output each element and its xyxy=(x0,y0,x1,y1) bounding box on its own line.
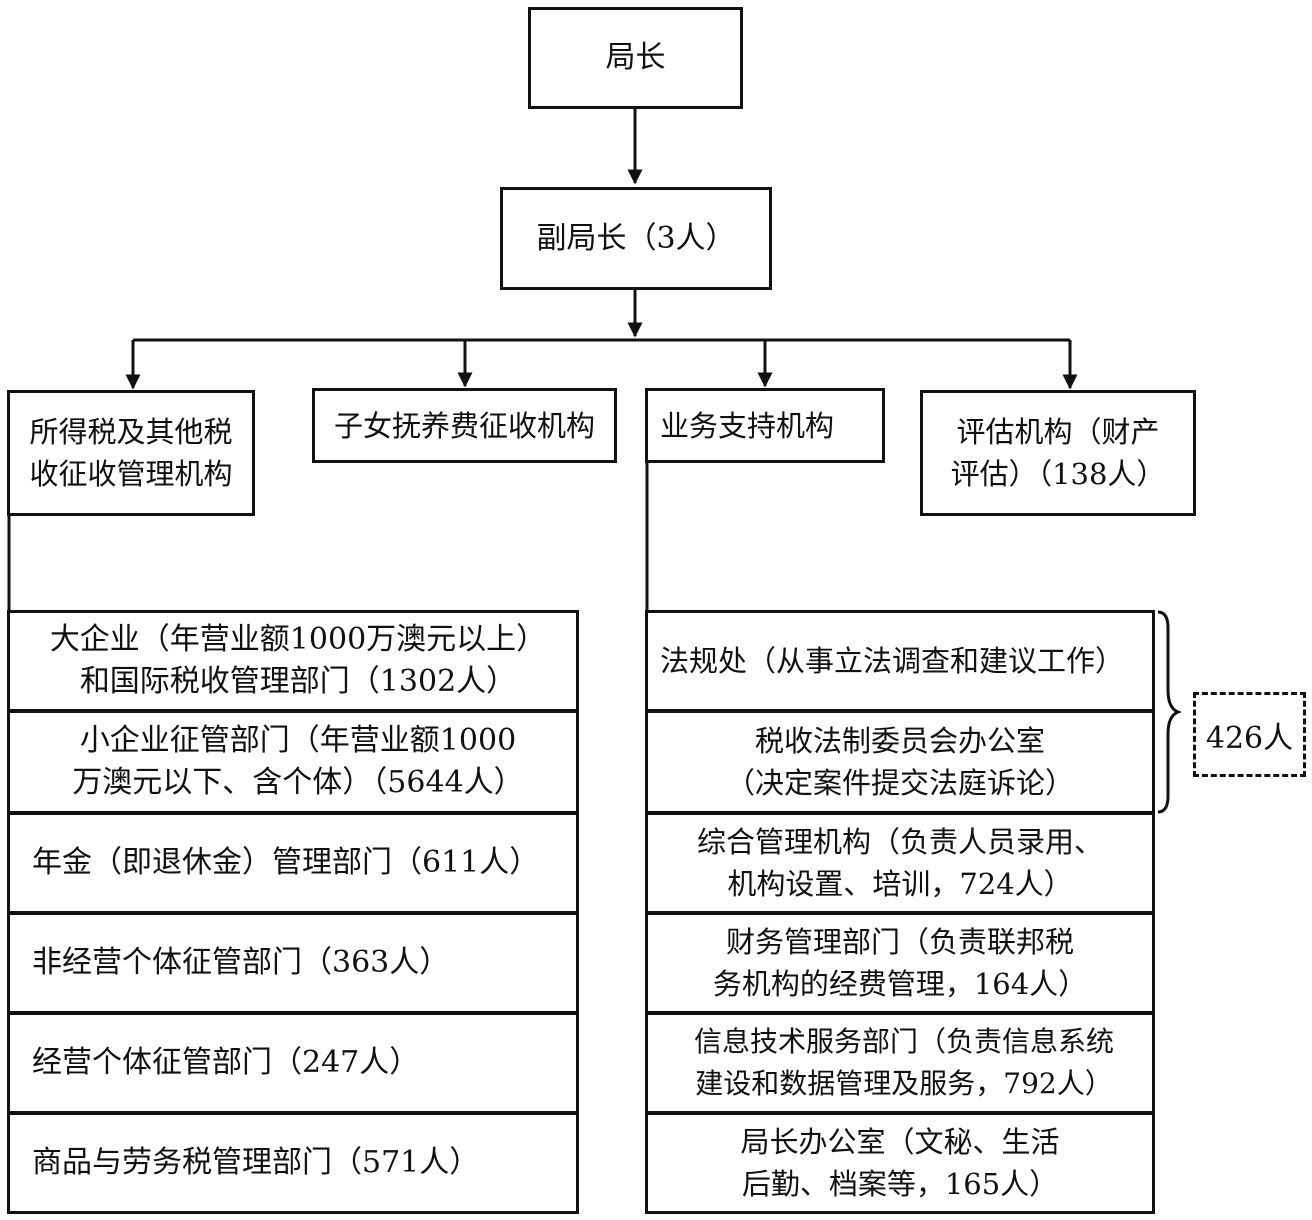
left-unit-line: 商品与劳务税管理部门（571人） xyxy=(32,1145,480,1180)
right-unit-line: 信息技术服务部门（负责信息系统 xyxy=(693,1025,1114,1058)
right-unit-line: 税收法制委员会办公室 xyxy=(754,724,1045,758)
right-unit-general-management: 综合管理机构（负责人员录用、 机构设置、培训，724人） xyxy=(645,812,1155,914)
left-unit-line: 小企业征管部门（年营业额1000 xyxy=(79,723,517,758)
bracket-total-box: 426人 xyxy=(1193,692,1306,777)
right-unit-finance: 财务管理部门（负责联邦税 务机构的经费管理，164人） xyxy=(645,912,1155,1014)
valuation-branch-line-2: 评估）（138人） xyxy=(950,457,1166,491)
right-unit-director-office: 局长办公室（文秘、生活 后勤、档案等，165人） xyxy=(645,1112,1155,1214)
income-tax-branch-line-1: 所得税及其他税 xyxy=(29,415,233,449)
right-unit-line: （决定案件提交法庭诉论） xyxy=(725,766,1074,800)
left-unit-line: 经营个体征管部门（247人） xyxy=(32,1045,420,1080)
left-unit-large-enterprise: 大企业（年营业额1000万澳元以上） 和国际税收管理部门（1302人） xyxy=(7,610,579,712)
curly-bracket xyxy=(1157,610,1183,814)
right-unit-tax-law-committee: 税收法制委员会办公室 （决定案件提交法庭诉论） xyxy=(645,710,1155,814)
left-unit-gst: 商品与劳务税管理部门（571人） xyxy=(7,1112,579,1214)
left-unit-line: 非经营个体征管部门（363人） xyxy=(32,945,450,980)
income-tax-branch-box: 所得税及其他税 收征收管理机构 xyxy=(7,390,255,516)
right-unit-line: 法规处（从事立法调查和建议工作） xyxy=(660,644,1125,678)
right-unit-line: 综合管理机构（负责人员录用、 xyxy=(696,825,1103,859)
left-unit-pension: 年金（即退休金）管理部门（611人） xyxy=(7,812,579,914)
left-unit-non-business-individual: 非经营个体征管部门（363人） xyxy=(7,912,579,1014)
right-unit-line: 局长办公室（文秘、生活 xyxy=(740,1125,1060,1159)
bracket-total-label: 426人 xyxy=(1205,720,1294,756)
right-unit-line: 后勤、档案等，165人） xyxy=(741,1167,1059,1201)
left-unit-small-enterprise: 小企业征管部门（年营业额1000 万澳元以下、含个体）（5644人） xyxy=(7,710,579,814)
business-support-branch-box: 业务支持机构 xyxy=(645,388,885,463)
left-unit-line: 大企业（年营业额1000万澳元以上） xyxy=(49,622,547,657)
valuation-branch-line-1: 评估机构（财产 xyxy=(956,415,1160,449)
right-unit-line: 财务管理部门（负责联邦税 xyxy=(725,925,1074,959)
left-unit-line: 万澳元以下、含个体）（5644人） xyxy=(72,765,524,800)
valuation-branch-box: 评估机构（财产 评估）（138人） xyxy=(920,390,1196,516)
right-unit-legislation: 法规处（从事立法调查和建议工作） xyxy=(645,610,1155,712)
business-support-branch-label: 业务支持机构 xyxy=(660,408,835,443)
deputy-director-box: 副局长（3人） xyxy=(500,187,772,290)
right-unit-it-services: 信息技术服务部门（负责信息系统 建设和数据管理及服务，792人） xyxy=(645,1012,1155,1114)
child-support-branch-label: 子女抚养费征收机构 xyxy=(333,408,595,443)
child-support-branch-box: 子女抚养费征收机构 xyxy=(312,388,617,463)
deputy-director-label: 副局长（3人） xyxy=(536,220,736,256)
left-unit-business-individual: 经营个体征管部门（247人） xyxy=(7,1012,579,1114)
right-unit-line: 务机构的经费管理，164人） xyxy=(712,967,1088,1001)
left-unit-line: 年金（即退休金）管理部门（611人） xyxy=(32,845,540,880)
director-box: 局长 xyxy=(528,7,743,109)
right-unit-line: 机构设置、培训，724人） xyxy=(727,867,1073,901)
income-tax-branch-line-2: 收征收管理机构 xyxy=(29,457,233,491)
director-label: 局长 xyxy=(605,40,666,75)
left-unit-line: 和国际税收管理部门（1302人） xyxy=(79,664,517,699)
right-unit-line: 建设和数据管理及服务，792人） xyxy=(695,1067,1113,1100)
